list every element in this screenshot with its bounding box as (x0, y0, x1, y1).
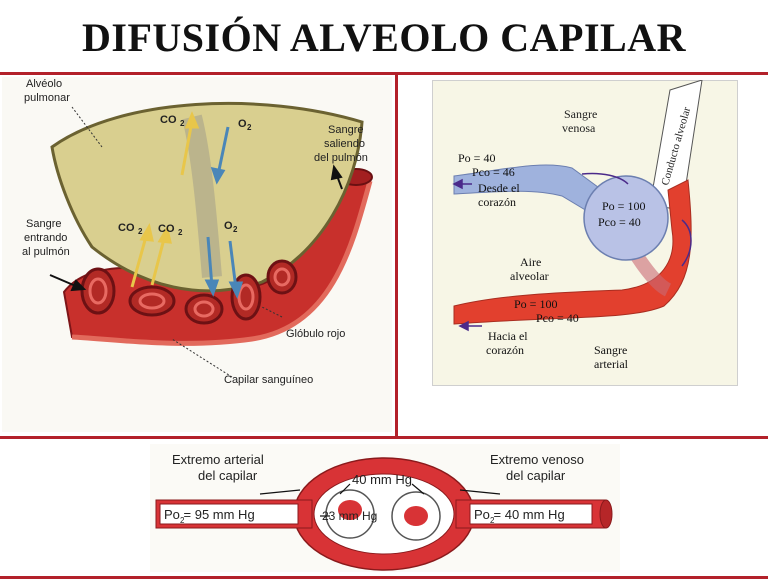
svg-text:del capilar: del capilar (198, 468, 258, 483)
arterial-vessel (453, 179, 692, 325)
svg-text:del capilar: del capilar (506, 468, 566, 483)
svg-text:2: 2 (233, 225, 238, 234)
label-alveolo: Alvéolo (26, 78, 62, 90)
svg-text:corazón: corazón (478, 195, 516, 209)
svg-text:saliendo: saliendo (324, 138, 365, 150)
alveolus-circle (583, 175, 669, 261)
label-po-alveolar: Po = 100 (602, 199, 645, 213)
label-pco-alveolar: Pco = 40 (598, 215, 641, 229)
label-40mmhg: 40 mm Hg (352, 472, 412, 487)
label-po-arterial: Po = 100 (514, 297, 557, 311)
label-sangre-saliendo: Sangre (328, 124, 363, 136)
svg-text:2: 2 (180, 516, 185, 525)
svg-text:alveolar: alveolar (510, 269, 549, 283)
label-aire: Aire (520, 255, 541, 269)
label-23mmhg: 23 mm Hg (322, 509, 377, 523)
label-globulo-rojo: Glóbulo rojo (286, 328, 345, 340)
label-extremo-venoso: Extremo venoso (490, 452, 584, 467)
label-sangre-venosa: Sangre (564, 107, 597, 121)
label-sangre-arterial: Sangre (594, 343, 627, 357)
svg-text:del pulmón: del pulmón (314, 152, 368, 164)
flow-arrows (452, 172, 692, 332)
label-sangre-entrando: Sangre (26, 218, 61, 230)
label-pulmonar: pulmonar (24, 92, 70, 104)
label-desde: Desde el (478, 181, 520, 195)
svg-text:entrando: entrando (24, 232, 67, 244)
label-extremo-arterial: Extremo arterial (172, 452, 264, 467)
label-co2-top: CO (160, 114, 177, 126)
svg-text:2: 2 (178, 228, 183, 237)
capillary-pressure-diagram: Extremo arterial del capilar Extremo ven… (150, 444, 620, 572)
label-pco-arterial: Pco = 40 (536, 311, 579, 325)
label-co2-bottom-b: CO (158, 223, 175, 235)
svg-text:2: 2 (490, 516, 495, 525)
label-pco-venosa: Pco = 46 (472, 165, 515, 179)
svg-text:2: 2 (180, 119, 185, 128)
label-po2-venoso: Po = 40 mm Hg (474, 507, 565, 522)
svg-text:corazón: corazón (486, 343, 524, 357)
label-po2-arterial: Po = 95 mm Hg (164, 507, 255, 522)
o2-arrows (204, 126, 244, 299)
co2-arrows (130, 111, 200, 288)
label-capilar-sanguineo: Capilar sanguíneo (224, 374, 313, 386)
label-o2-bottom: O (224, 220, 233, 232)
label-o2-top: O (238, 118, 247, 130)
svg-text:2: 2 (138, 227, 143, 236)
svg-text:arterial: arterial (594, 357, 629, 371)
blood-flow-arrows (49, 164, 343, 292)
label-hacia: Hacia el (488, 329, 528, 343)
label-co2-bottom-a: CO (118, 222, 135, 234)
svg-text:al pulmón: al pulmón (22, 246, 70, 258)
label-po-venosa: Po = 40 (458, 151, 495, 165)
red-blood-cells (80, 259, 298, 325)
page-title: DIFUSIÓN ALVEOLO CAPILAR (82, 15, 686, 60)
alveolus-capillary-diagram: Alvéolo pulmonar CO 2 O 2 Sangre saliend… (2, 77, 392, 432)
svg-text:2: 2 (247, 123, 252, 132)
svg-text:venosa: venosa (562, 121, 596, 135)
pressure-diagram: Sangre venosa Conducto alveolar Po = 40 … (431, 79, 739, 387)
